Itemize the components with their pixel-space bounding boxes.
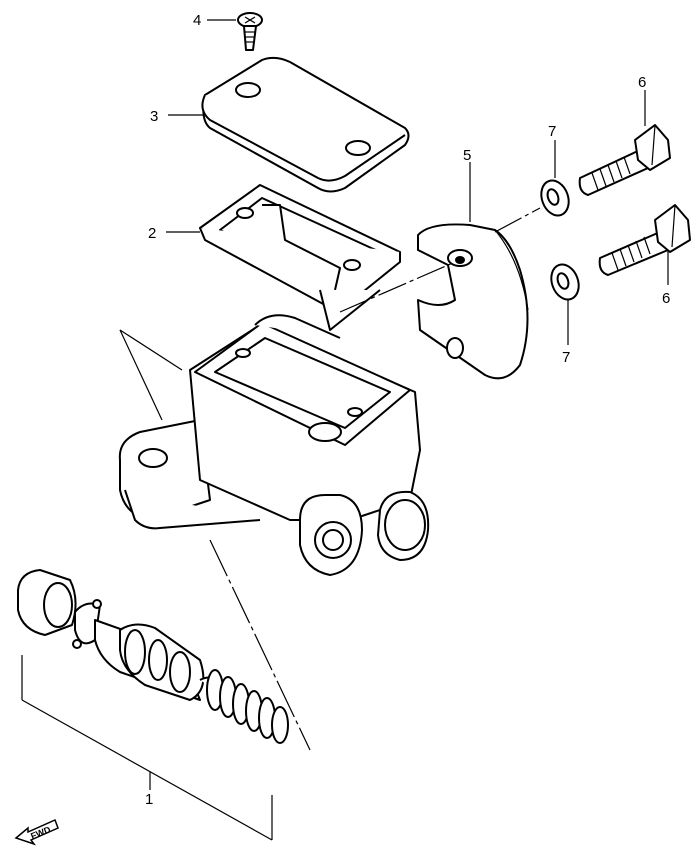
bolt-part-6-lower xyxy=(598,204,691,276)
washer-part-7-lower xyxy=(550,263,580,301)
callout-6-upper: 6 xyxy=(638,74,646,91)
callout-6-lower: 6 xyxy=(662,290,670,307)
fwd-label: FWD xyxy=(29,824,52,841)
callout-1: 1 xyxy=(145,791,153,808)
callout-5: 5 xyxy=(463,147,471,164)
callout-7-lower: 7 xyxy=(562,349,570,366)
callout-2: 2 xyxy=(148,225,156,242)
callout-4: 4 xyxy=(193,12,201,29)
bolt-part-6-upper xyxy=(578,124,671,196)
reservoir-cap-part-3 xyxy=(201,56,410,193)
piston-kit-part-1 xyxy=(17,569,289,744)
screw-part-4 xyxy=(237,12,263,51)
master-cylinder-body xyxy=(118,314,430,576)
callout-7-upper: 7 xyxy=(548,123,556,140)
callout-3: 3 xyxy=(150,108,158,125)
forward-direction-arrow: FWD xyxy=(14,818,59,846)
holder-clamp-part-5 xyxy=(417,223,529,380)
diaphragm-part-2 xyxy=(199,184,401,331)
bracket-part-1 xyxy=(21,655,273,841)
washer-part-7-upper xyxy=(540,179,570,217)
